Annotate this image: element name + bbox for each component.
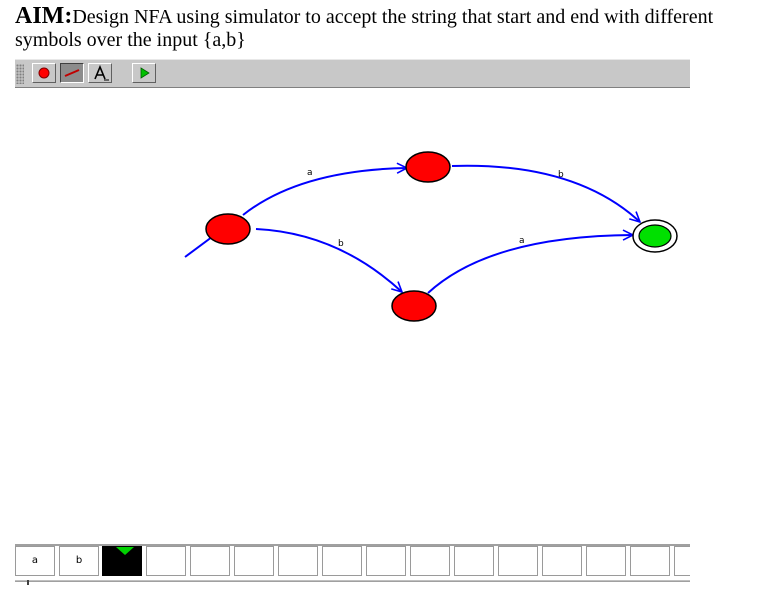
tape-cell[interactable] — [454, 546, 494, 576]
tape-cell[interactable] — [586, 546, 626, 576]
label-q2-q3: a — [519, 236, 525, 246]
scroll-thumb[interactable] — [27, 580, 29, 585]
tape-cell-symbol: b — [75, 555, 83, 566]
tape-cell[interactable] — [542, 546, 582, 576]
label-q0-q1: a — [307, 168, 313, 178]
automaton-canvas[interactable]: a b b a — [15, 86, 690, 536]
tape-cell[interactable] — [410, 546, 450, 576]
state-tool-button[interactable] — [32, 63, 56, 83]
label-q1-q3: b — [558, 170, 564, 180]
tape-cell[interactable] — [322, 546, 362, 576]
toolbar — [15, 59, 690, 88]
tape-scrollbar[interactable] — [15, 580, 690, 587]
toolbar-grip[interactable] — [16, 64, 24, 84]
transition-q1-q3[interactable] — [451, 164, 640, 222]
tape-cell-head[interactable] — [102, 546, 142, 576]
tape-cell[interactable]: a — [15, 546, 55, 576]
transition-q0-q2[interactable] — [255, 228, 402, 292]
state-q0[interactable] — [205, 213, 251, 245]
label-q0-q2: b — [338, 239, 344, 249]
state-q2[interactable] — [391, 290, 437, 322]
state-q1[interactable] — [405, 151, 451, 183]
tape-cell[interactable] — [278, 546, 318, 576]
tape-cell[interactable] — [146, 546, 186, 576]
input-tape[interactable]: a b — [15, 544, 690, 582]
aim-text: Design NFA using simulator to accept the… — [15, 6, 714, 51]
transition-q2-q3[interactable] — [427, 235, 633, 294]
aim-prefix: AIM: — [15, 3, 73, 29]
tape-cell-symbol: a — [31, 555, 39, 566]
label-tool-button[interactable] — [88, 63, 112, 83]
arrow-line-icon — [64, 69, 80, 77]
text-a-icon — [94, 64, 109, 81]
tape-cell[interactable] — [234, 546, 274, 576]
transition-q0-q1[interactable] — [242, 168, 407, 216]
red-dot-icon — [38, 67, 50, 79]
tape-cell[interactable] — [630, 546, 670, 576]
tape-cell[interactable] — [190, 546, 230, 576]
tape-cell[interactable] — [498, 546, 538, 576]
aim-statement: AIM:Design NFA using simulator to accept… — [15, 3, 715, 52]
tape-head-marker-icon — [116, 547, 134, 555]
state-q3-accepting[interactable] — [632, 219, 678, 253]
tape-cell[interactable] — [366, 546, 406, 576]
tape-cell[interactable] — [674, 546, 690, 576]
green-play-icon — [140, 67, 150, 79]
transition-tool-button[interactable] — [60, 63, 84, 83]
tape-cell[interactable]: b — [59, 546, 99, 576]
run-tool-button[interactable] — [132, 63, 156, 83]
